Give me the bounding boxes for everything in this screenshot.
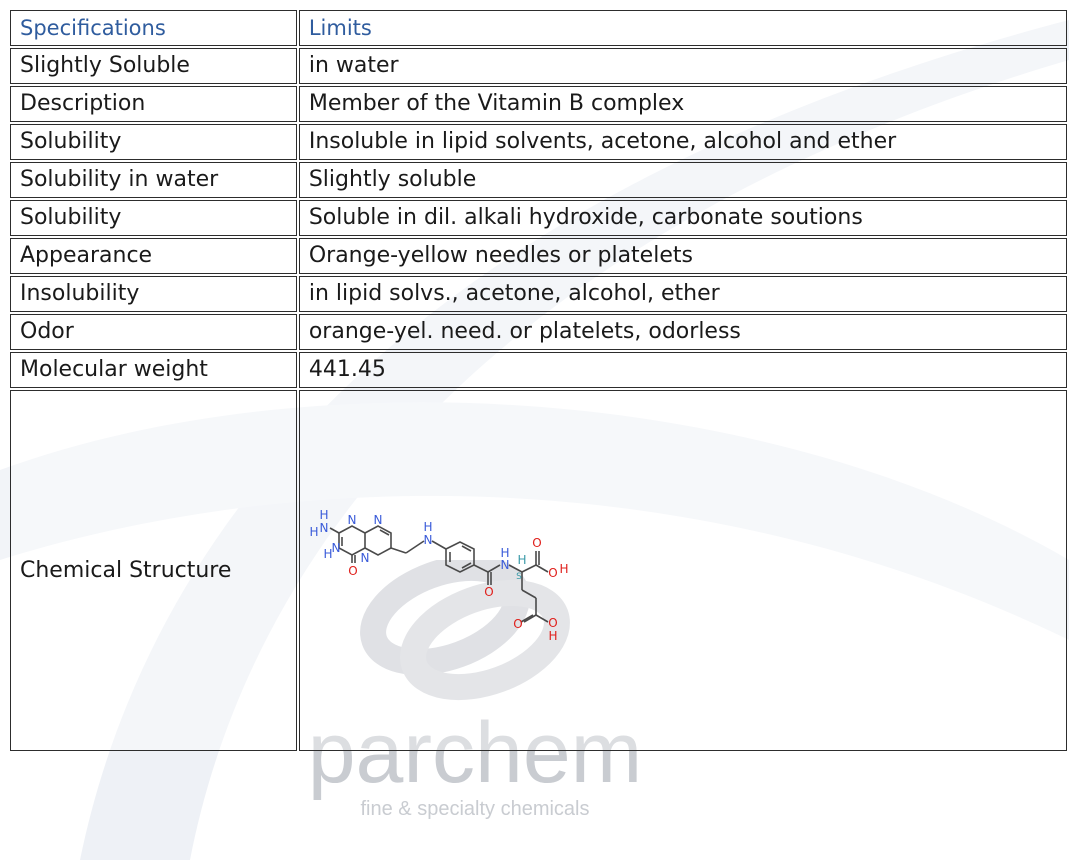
atom-label: H [517,553,526,567]
atom-label: S [516,572,522,582]
structure-bonds [329,525,549,623]
limit-cell: Orange-yellow needles or platelets [298,238,1067,274]
limit-cell: Soluble in dil. alkali hydroxide, carbon… [298,200,1067,236]
structure-cell: H N H N N N H N O H N O H N H S O [298,390,1067,751]
spec-cell: Solubility [10,124,297,160]
header-specifications: Specifications [10,10,297,46]
watermark-logo-icon [360,560,570,701]
atom-label: N [423,533,432,547]
limit-cell: Member of the Vitamin B complex [298,86,1067,122]
spec-cell: Solubility [10,200,297,236]
atom-label: H [323,547,332,561]
structure-label: Chemical Structure [10,390,297,751]
spec-cell: Appearance [10,238,297,274]
spec-cell: Slightly Soluble [10,48,297,84]
atom-label: H [548,629,557,643]
table-row: Description Member of the Vitamin B comp… [10,86,1067,122]
table-row: Solubility Insoluble in lipid solvents, … [10,124,1067,160]
chemical-structure-diagram: H N H N N N H N O H N O H N H S O [309,508,568,643]
table-row: Solubility in water Slightly soluble [10,162,1067,198]
atom-label: H [423,520,432,534]
limit-cell: in water [298,48,1067,84]
watermark-brand: parchem [308,705,643,801]
header-limits: Limits [298,10,1067,46]
spec-cell: Odor [10,314,297,350]
atom-label: N [331,541,340,555]
atom-label: O [513,617,522,631]
spec-cell: Solubility in water [10,162,297,198]
table-row: Slightly Soluble in water [10,48,1067,84]
atom-label: O [548,616,557,630]
limit-cell: 441.45 [298,352,1067,388]
atom-label: H [500,546,509,560]
spec-cell: Description [10,86,297,122]
table-header-row: Specifications Limits [10,10,1067,46]
spec-cell: Molecular weight [10,352,297,388]
limit-cell: Slightly soluble [298,162,1067,198]
atom-label: H [559,562,568,576]
atom-label: N [360,551,369,565]
parchem-watermark: parchem fine & specialty chemicals [308,560,643,820]
limit-cell: Insoluble in lipid solvents, acetone, al… [298,124,1067,160]
atom-label: N [373,513,382,527]
atom-label: N [319,521,328,535]
atom-label: O [348,564,357,578]
specification-table: Specifications Limits Slightly Soluble i… [8,8,1069,753]
table-row: Insolubility in lipid solvs., acetone, a… [10,276,1067,312]
table-row: Odor orange-yel. need. or platelets, odo… [10,314,1067,350]
atom-label: H [309,525,318,539]
table-row: Appearance Orange-yellow needles or plat… [10,238,1067,274]
table-row: Solubility Soluble in dil. alkali hydrox… [10,200,1067,236]
limit-cell: in lipid solvs., acetone, alcohol, ether [298,276,1067,312]
watermark-tagline: fine & specialty chemicals [361,798,590,820]
atom-label: N [500,558,509,572]
structure-atoms: H N H N N N H N O H N O H N H S O [309,508,568,643]
limit-cell: orange-yel. need. or platelets, odorless [298,314,1067,350]
atom-label: N [347,513,356,527]
atom-label: O [532,536,541,550]
atom-label: O [548,566,557,580]
atom-label: O [484,585,493,599]
atom-label: H [319,508,328,522]
table-row: Molecular weight 441.45 [10,352,1067,388]
spec-cell: Insolubility [10,276,297,312]
structure-row: Chemical Structure [10,390,1067,751]
